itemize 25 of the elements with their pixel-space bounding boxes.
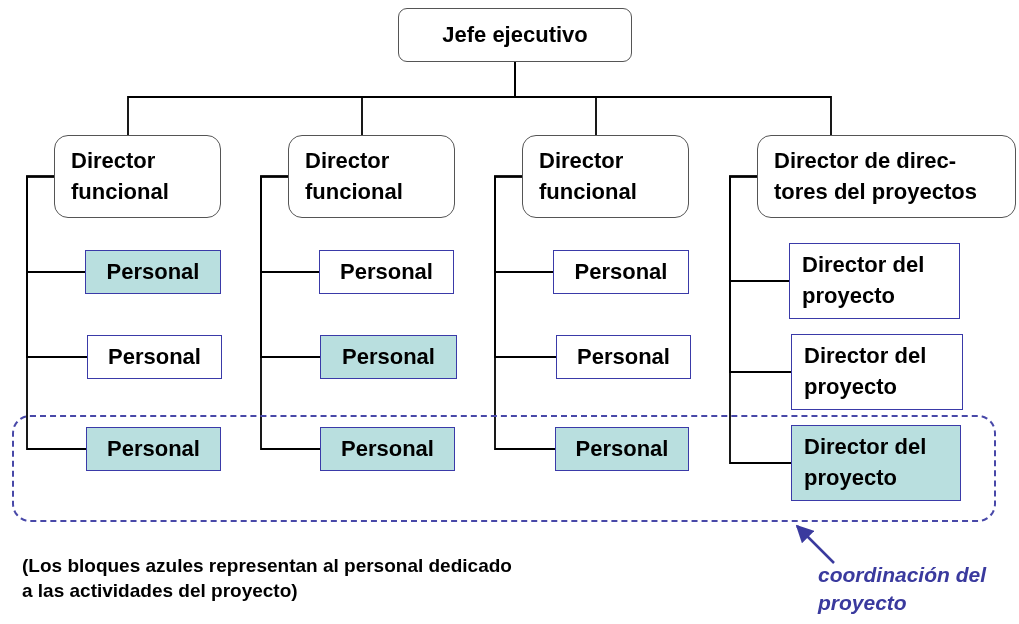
director-box: Director funcional [522, 135, 689, 218]
arrow [795, 524, 835, 564]
staff-box: Personal [87, 335, 222, 379]
staff-box: Personal [85, 250, 221, 294]
connector-line [729, 175, 792, 464]
executive-box: Jefe ejecutivo [398, 8, 632, 62]
staff-box: Personal [320, 335, 457, 379]
staff-box: Personal [320, 427, 455, 471]
director-box: Director funcional [288, 135, 455, 218]
staff-box: Director del proyecto [791, 425, 961, 501]
staff-box: Personal [553, 250, 689, 294]
staff-box: Personal [319, 250, 454, 294]
director-box: Director de direc- tores del proyectos [757, 135, 1016, 218]
staff-box: Personal [555, 427, 689, 471]
staff-box: Director del proyecto [789, 243, 960, 319]
connector-line [260, 175, 321, 450]
callout-text: coordinación del proyecto [818, 561, 998, 623]
connector-line [494, 175, 556, 450]
dashed-region [12, 415, 996, 522]
staff-box: Director del proyecto [791, 334, 963, 410]
staff-box: Personal [86, 427, 221, 471]
connector-line [26, 175, 87, 450]
director-box: Director funcional [54, 135, 221, 218]
footnote-text: (Los bloques azules representan al personal dedicado a las actividades del proyecto) [22, 554, 513, 604]
staff-box: Personal [556, 335, 691, 379]
